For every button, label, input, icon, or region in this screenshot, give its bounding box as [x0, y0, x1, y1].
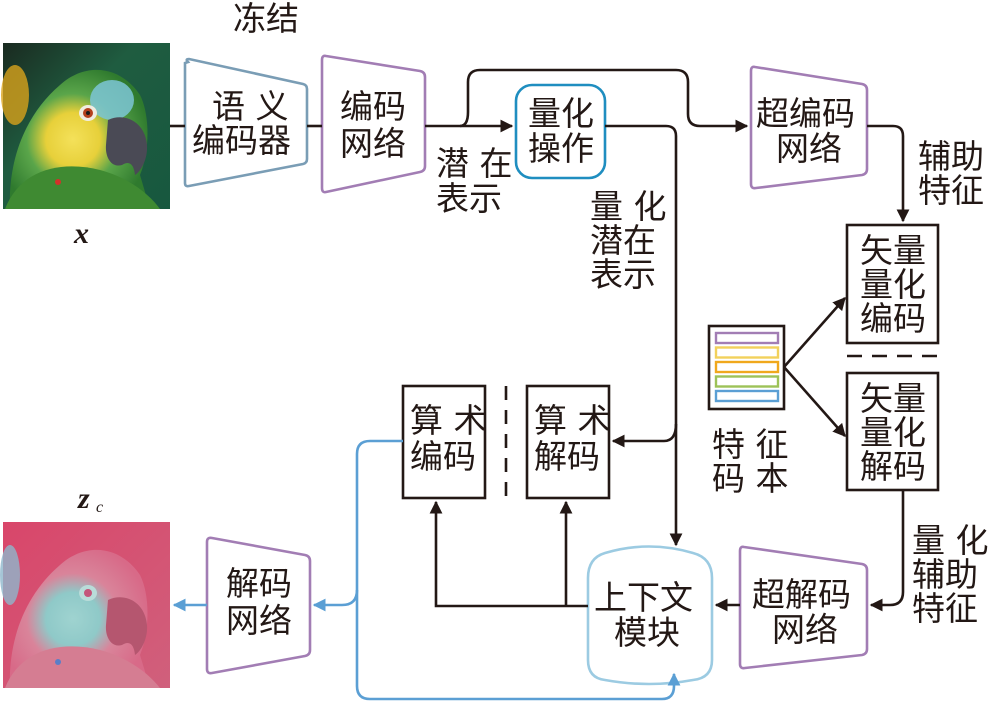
quantization-operation-line2: 操作 — [528, 129, 594, 168]
hyper-encoder-network[interactable]: 超编码 网络 — [749, 65, 869, 190]
quantization-operation[interactable]: 量化 操作 — [514, 83, 607, 180]
arithmetic-decoder-line1: 算 术 — [534, 401, 611, 440]
codebook-entry — [714, 360, 780, 374]
output-image-label: z — [77, 482, 90, 515]
vq-decoder-line3: 解码 — [860, 447, 926, 486]
context-module[interactable]: 上下文 模块 — [586, 545, 714, 686]
side-feature-label-line2: 特征 — [918, 171, 984, 210]
arithmetic-decoder[interactable]: 算 术 解码 — [525, 384, 611, 500]
semantic-encoder-line1: 语 义 — [212, 87, 289, 126]
hyper-decoder-network[interactable]: 超解码 网络 — [738, 545, 869, 670]
codebook-label-line1: 特 征 — [712, 425, 789, 464]
vq-decoder-line2: 量化 — [860, 413, 926, 452]
output-image-subscript: c — [96, 499, 103, 516]
vector-quantization-decoder[interactable]: 矢量 量化 解码 — [845, 371, 940, 492]
semantic-encoder-line2: 编码器 — [192, 121, 291, 160]
input-image-label: x — [73, 217, 89, 250]
output-image — [0, 522, 170, 688]
hyper-decoder-line1: 超解码 — [752, 575, 851, 614]
quantized-side-label-line2: 辅助 — [912, 555, 978, 594]
encoder-network-line1: 编码 — [340, 87, 406, 126]
codebook-entry — [714, 375, 780, 388]
hyper-encoder-line1: 超编码 — [756, 94, 855, 133]
codebook-entry — [714, 389, 780, 403]
codebook-entry — [714, 331, 780, 345]
encoder-network-line2: 网络 — [340, 124, 406, 163]
side-feature-label-line1: 辅助 — [918, 137, 984, 176]
connectors — [170, 68, 910, 612]
context-module-line1: 上下文 — [594, 578, 693, 617]
feature-codebook[interactable] — [707, 324, 786, 411]
quantization-operation-line1: 量化 — [528, 94, 594, 133]
quantized-side-label-line1: 量 化 — [912, 521, 989, 560]
vq-encoder-line2: 量化 — [860, 265, 926, 304]
arithmetic-encoder-line1: 算 术 — [410, 401, 487, 440]
decoder-network-line2: 网络 — [226, 601, 292, 640]
encoder-network[interactable]: 编码 网络 — [320, 54, 427, 194]
context-module-line2: 模块 — [614, 613, 680, 652]
quantized-latent-label-line3: 表示 — [590, 255, 656, 294]
codebook-entries — [714, 331, 780, 403]
quantized-latent-label-line2: 潜在 — [590, 221, 656, 260]
input-image — [1, 43, 170, 209]
semantic-encoder[interactable]: 语 义 编码器 — [183, 57, 309, 188]
latent-representation-label-line2: 表示 — [436, 179, 502, 218]
vq-encoder-line1: 矢量 — [860, 231, 926, 270]
quantized-latent-label-line1: 量 化 — [590, 187, 667, 226]
codebook-entry — [714, 346, 780, 359]
hyper-encoder-line2: 网络 — [776, 129, 842, 168]
arithmetic-encoder-line2: 编码 — [410, 437, 476, 476]
arithmetic-decoder-line2: 解码 — [534, 437, 600, 476]
latent-representation-label-line1: 潜 在 — [436, 144, 513, 183]
vq-decoder-line1: 矢量 — [860, 379, 926, 418]
decode-flow-connectors — [172, 439, 681, 701]
vq-encoder-line3: 编码 — [860, 299, 926, 338]
arithmetic-encoder[interactable]: 算 术 编码 — [401, 384, 487, 500]
quantized-side-label-line3: 特征 — [912, 589, 978, 628]
decoder-network[interactable]: 解码 网络 — [205, 536, 312, 675]
hyper-decoder-line2: 网络 — [772, 610, 838, 649]
codebook-label-line2: 码 本 — [712, 459, 789, 498]
frozen-label: 冻结 — [233, 0, 299, 38]
vector-quantization-encoder[interactable]: 矢量 量化 编码 — [845, 223, 940, 345]
decoder-network-line1: 解码 — [226, 564, 292, 603]
